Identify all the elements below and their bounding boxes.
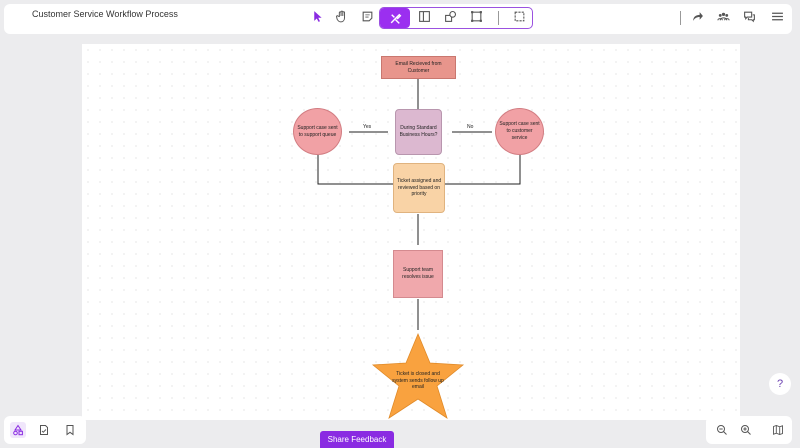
zoom-in-icon[interactable] xyxy=(738,422,754,438)
bookmark-icon[interactable] xyxy=(62,422,78,438)
map-icon[interactable] xyxy=(770,422,786,438)
bottom-right-toolbar xyxy=(706,416,792,444)
comment-box-icon[interactable] xyxy=(510,7,528,25)
shapes-panel-icon[interactable] xyxy=(10,422,26,438)
yes-label: Yes xyxy=(363,124,372,130)
toolbar-divider xyxy=(498,11,499,25)
frame-icon[interactable] xyxy=(467,7,485,25)
chat-icon[interactable] xyxy=(740,7,758,25)
collaborators-icon[interactable] xyxy=(714,7,732,25)
decision-node[interactable]: During Standard Business Hours? xyxy=(395,109,442,155)
connector-right-ticket xyxy=(445,155,521,185)
pointer-icon[interactable] xyxy=(308,7,326,25)
hand-icon[interactable] xyxy=(332,7,350,25)
layout-icon[interactable] xyxy=(415,7,433,25)
tools-icon[interactable] xyxy=(380,8,410,28)
header-divider xyxy=(680,11,681,25)
tool-group xyxy=(379,7,533,29)
no-label: No xyxy=(467,124,474,130)
start-node[interactable]: Email Recieved from Customer xyxy=(381,56,456,79)
resolve-node[interactable]: Support team resolves issue xyxy=(393,250,443,298)
connector-left-ticket xyxy=(317,155,393,185)
end-node-label: Ticket is closed and system sends follow… xyxy=(392,370,444,391)
left-circle-node[interactable]: Support case sent to support queue xyxy=(293,108,342,155)
zoom-out-icon[interactable] xyxy=(714,422,730,438)
right-circle-node[interactable]: Support case sent to customer service xyxy=(495,108,544,155)
share-feedback-button[interactable]: Share Feedback xyxy=(320,431,394,448)
shapes-icon[interactable] xyxy=(441,7,459,25)
menu-icon[interactable] xyxy=(768,7,786,25)
ticket-node[interactable]: Ticket assigned and reviewed based on pr… xyxy=(393,163,445,213)
sticky-note-icon[interactable] xyxy=(358,7,376,25)
document-title[interactable]: Customer Service Workflow Process xyxy=(32,9,178,19)
share-icon[interactable] xyxy=(688,7,706,25)
page-icon[interactable] xyxy=(36,422,52,438)
help-button[interactable]: ? xyxy=(769,373,791,395)
